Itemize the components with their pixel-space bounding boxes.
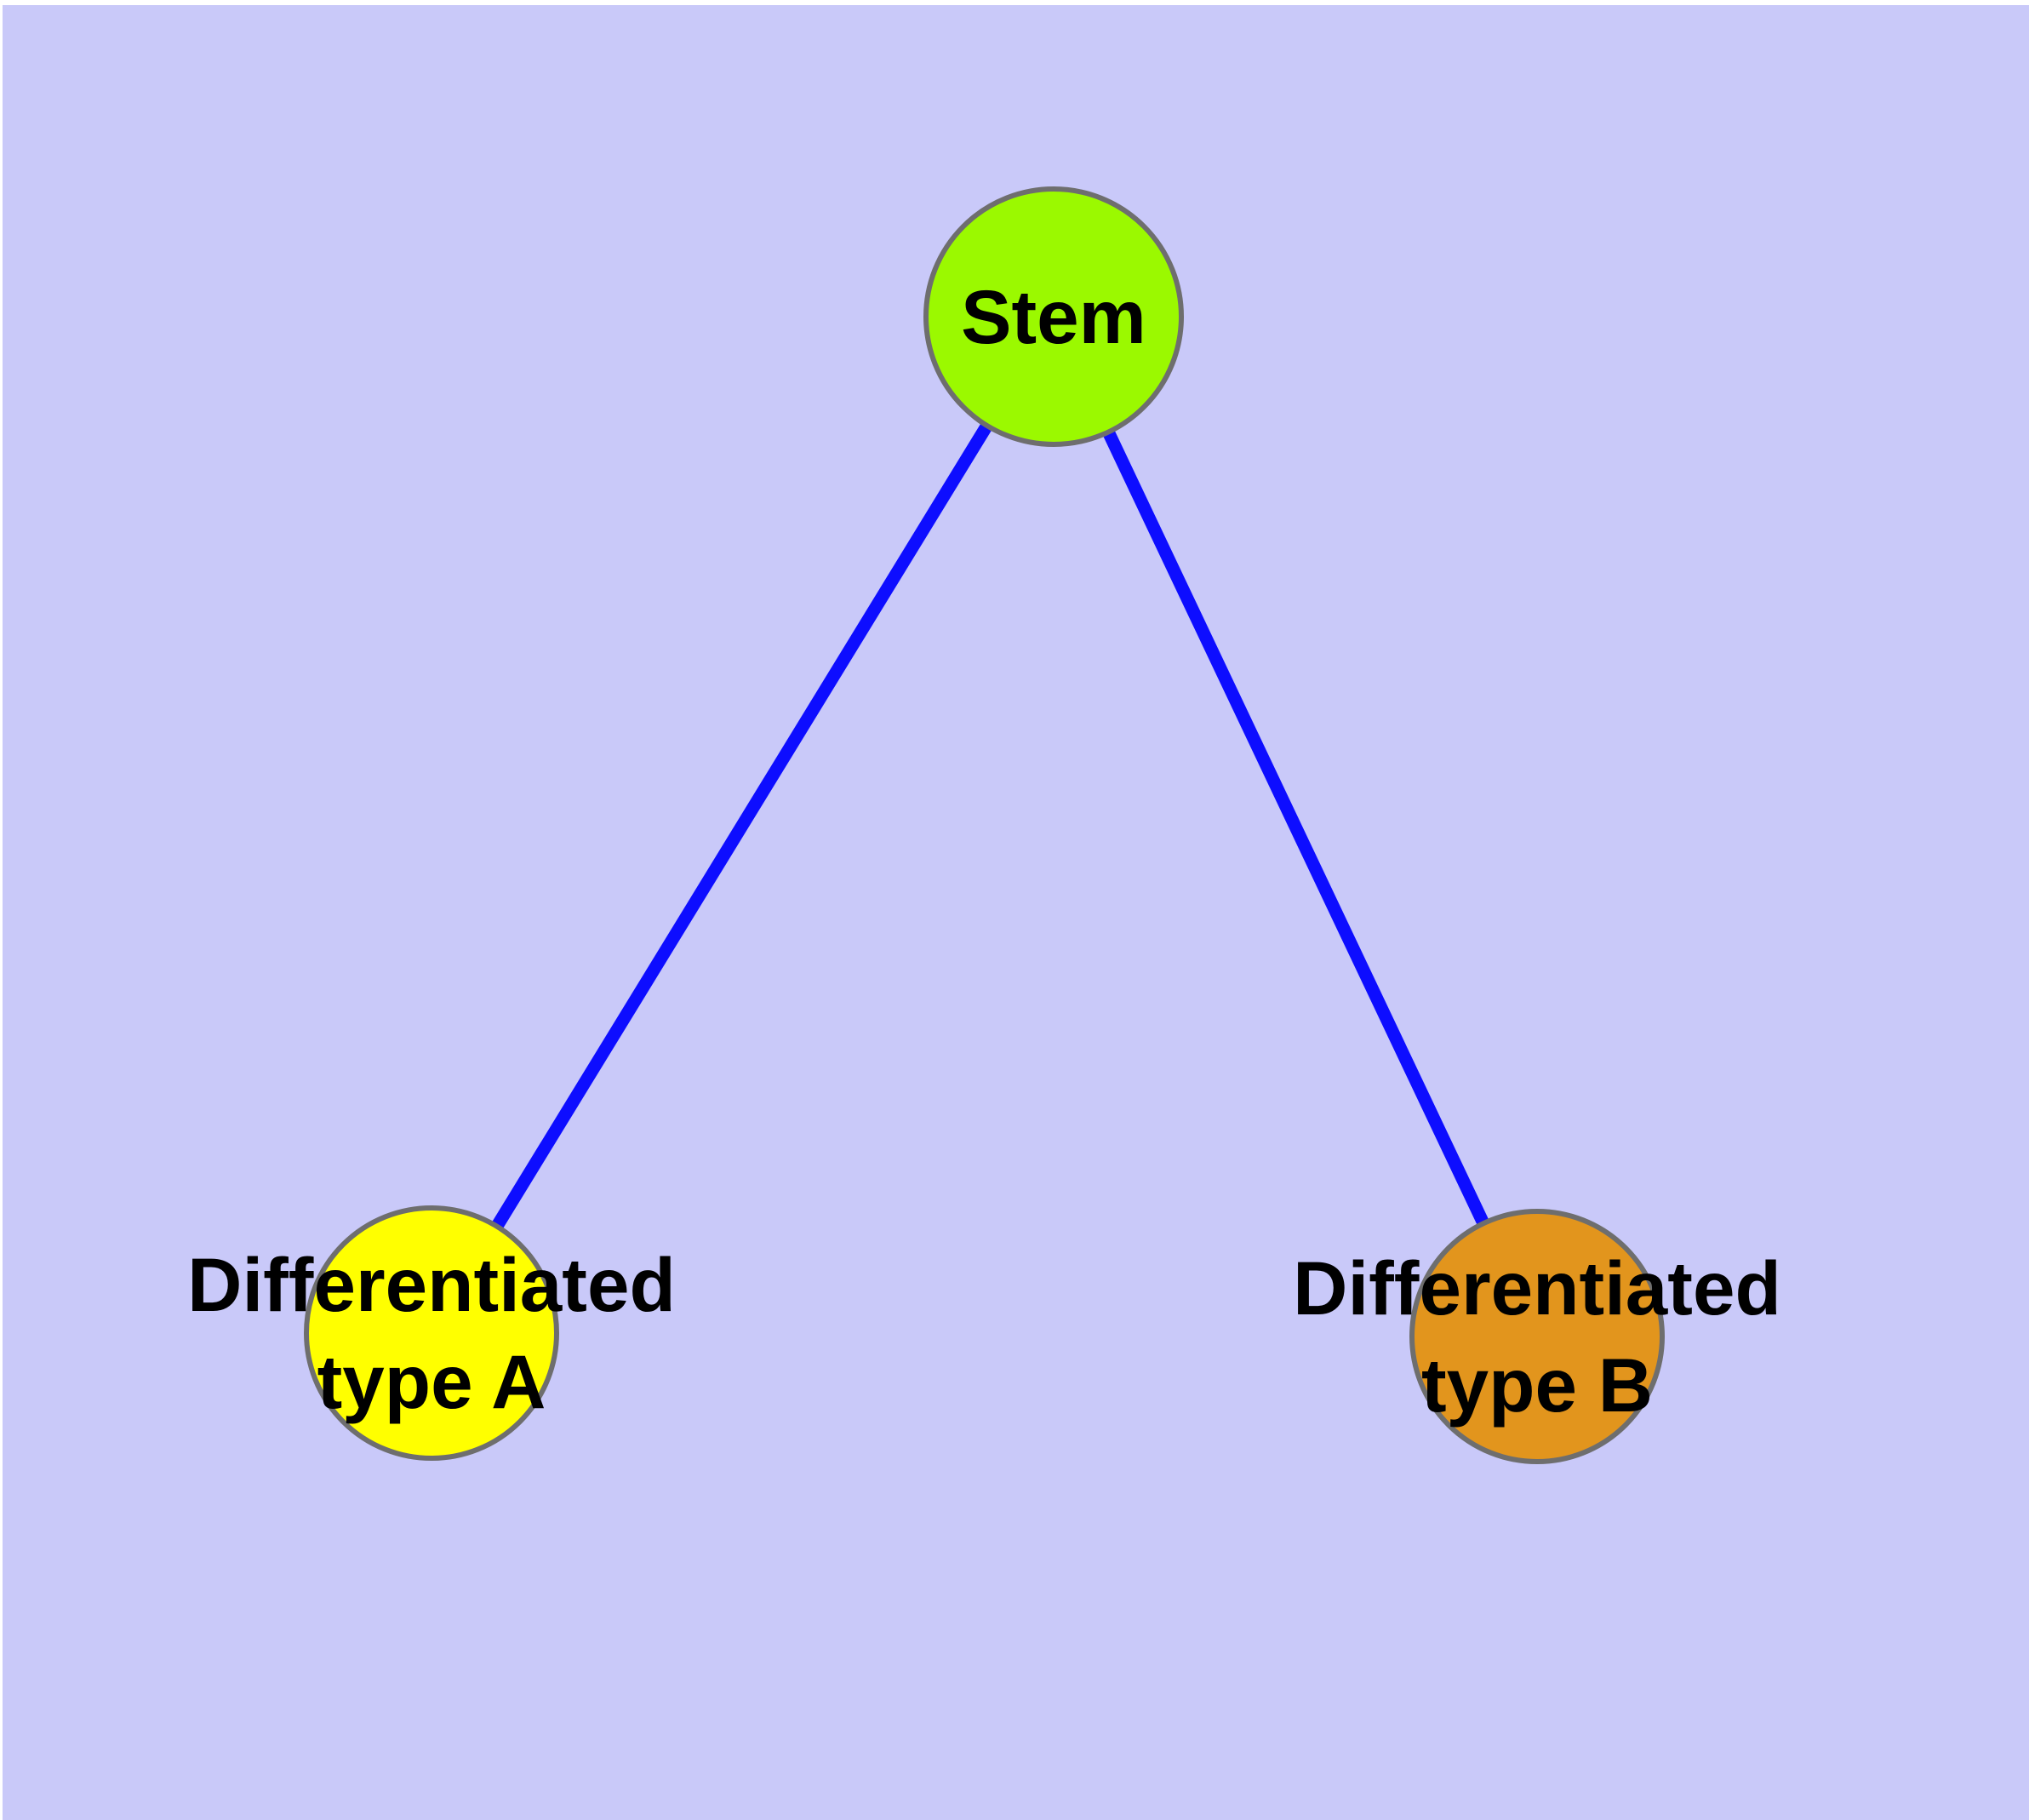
node-circle-differentiated-type-b [1409, 1209, 1665, 1464]
node-circle-stem [923, 186, 1184, 447]
node-circle-differentiated-type-a [304, 1205, 559, 1461]
edge-stem-to-differentiated-type-a [426, 313, 1060, 1336]
node-label-differentiated-type-b-line-2: type B [1421, 1342, 1653, 1428]
edges-layer [426, 313, 1543, 1340]
edge-stem-to-differentiated-type-b [1048, 313, 1543, 1340]
nodes-layer [304, 186, 1665, 1464]
node-label-stem-line-1: Stem [961, 274, 1146, 359]
node-label-differentiated-type-b-line-1: Differentiated [1293, 1245, 1781, 1331]
node-label-differentiated-type-a-line-1: Differentiated [187, 1242, 676, 1327]
node-label-differentiated-type-a-line-2: type A [317, 1339, 546, 1424]
